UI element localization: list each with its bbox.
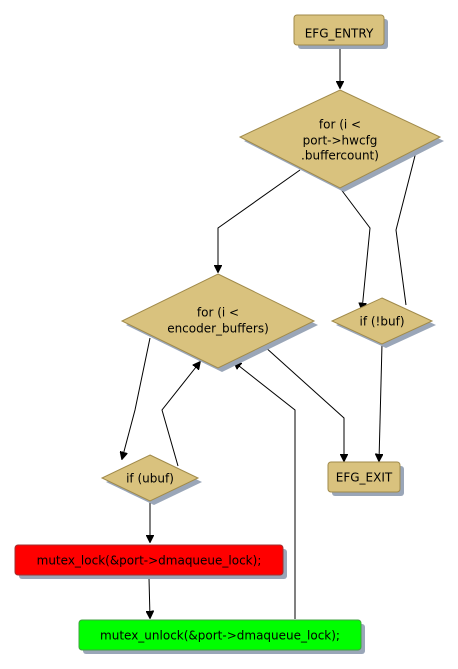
node-mutex-unlock-label: mutex_unlock(&port->dmaqueue_lock); — [100, 629, 340, 643]
node-for-outer[interactable]: for (i < port->hwcfg .buffercount) — [238, 89, 444, 192]
node-for-inner-line-2: encoder_buffers) — [167, 322, 269, 336]
node-efg-exit-label: EFG_EXIT — [336, 471, 393, 485]
node-for-outer-line-3: .buffercount) — [301, 149, 379, 163]
node-for-outer-line-2: port->hwcfg — [303, 134, 378, 148]
node-for-outer-line-1: for (i < — [319, 118, 361, 132]
node-efg-exit[interactable]: EFG_EXIT — [327, 461, 404, 496]
edges — [122, 45, 418, 619]
edge-if-buf-back-to-for-outer — [395, 144, 418, 306]
node-mutex-lock[interactable]: mutex_lock(&port->dmaqueue_lock); — [14, 544, 287, 579]
edge-for-inner-to-exit — [263, 345, 344, 461]
edge-for-outer-to-for-inner — [218, 169, 301, 272]
edge-lock-to-unlock — [149, 577, 150, 618]
node-mutex-unlock[interactable]: mutex_unlock(&port->dmaqueue_lock); — [78, 619, 365, 654]
edge-if-buf-to-exit — [379, 343, 382, 461]
node-mutex-lock-label: mutex_lock(&port->dmaqueue_lock); — [37, 554, 262, 568]
node-if-ubuf[interactable]: if (ubuf) — [100, 454, 202, 505]
node-if-buf[interactable]: if (!buf) — [330, 297, 436, 348]
edge-unlock-back-to-for-inner — [234, 362, 296, 619]
edge-if-ubuf-back-to-for-inner — [161, 362, 200, 467]
node-if-buf-label: if (!buf) — [360, 315, 405, 329]
node-for-inner-line-1: for (i < — [197, 306, 239, 320]
node-efg-entry-label: EFG_ENTRY — [305, 27, 374, 41]
node-for-inner[interactable]: for (i < encoder_buffers) — [120, 273, 318, 372]
edge-for-inner-to-if-ubuf — [122, 337, 151, 459]
node-if-ubuf-label: if (ubuf) — [126, 472, 174, 486]
edge-for-outer-to-if-buf — [339, 187, 371, 310]
node-efg-entry[interactable]: EFG_ENTRY — [293, 14, 388, 49]
